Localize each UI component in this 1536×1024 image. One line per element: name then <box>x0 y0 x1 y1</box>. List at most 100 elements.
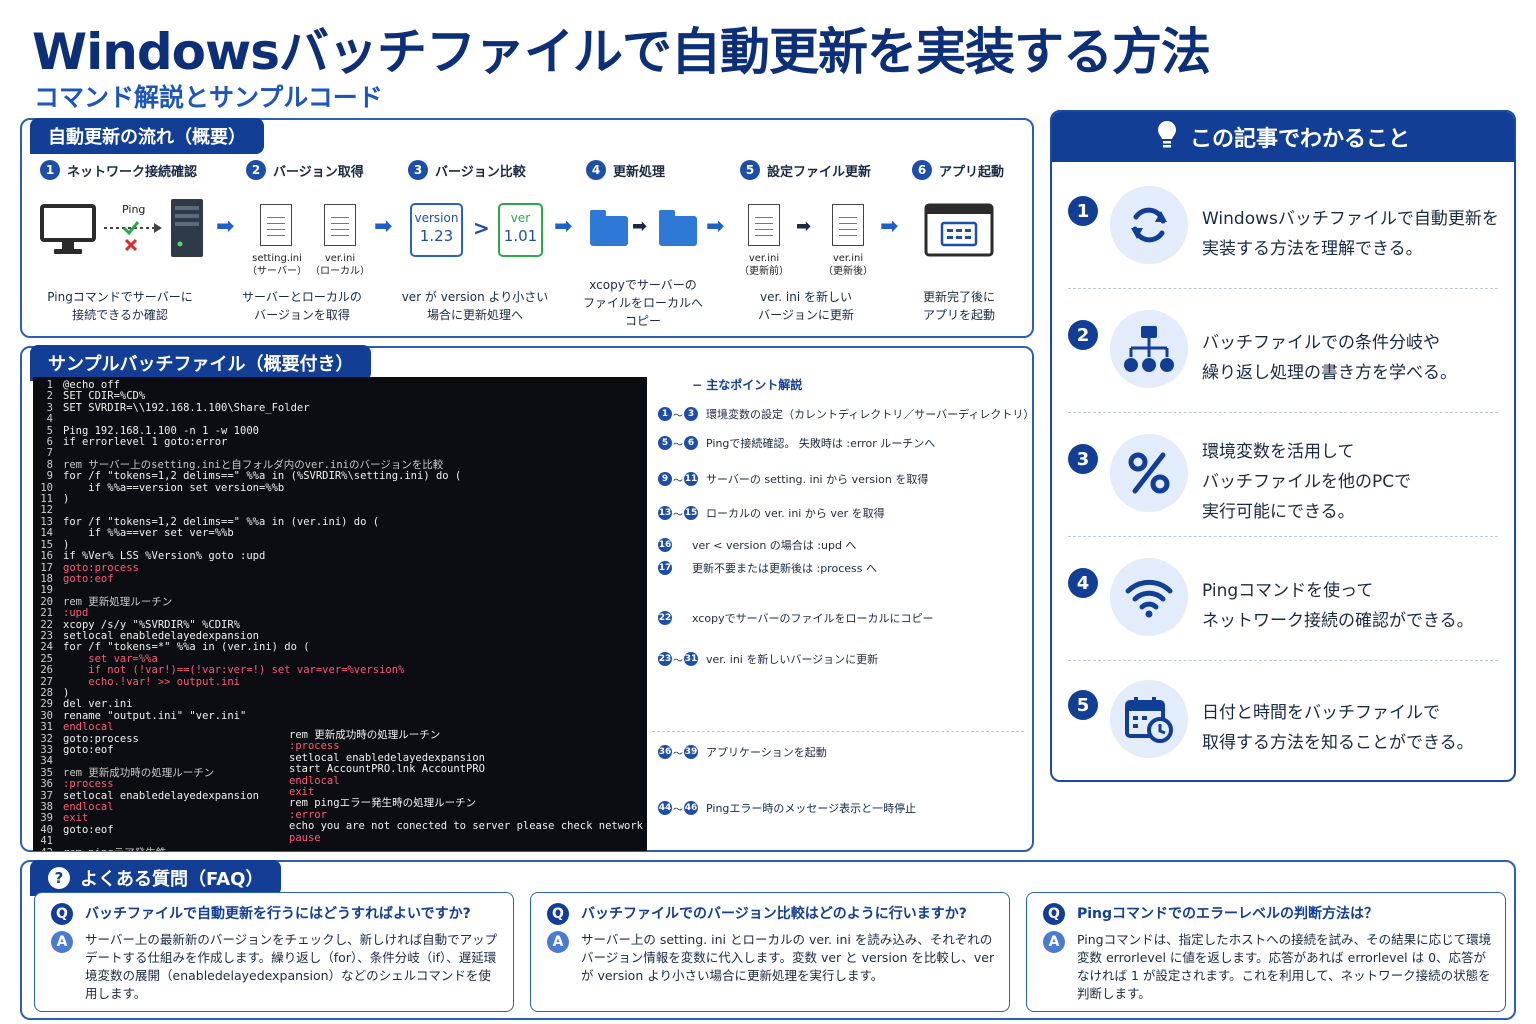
code-line: 36:process <box>33 778 647 791</box>
range-tilde: 〜 <box>673 655 683 667</box>
line-number: 33 <box>40 744 53 756</box>
code-text: set var=%%a <box>63 652 158 665</box>
step-title: アプリ起動 <box>939 164 1005 180</box>
point-end-number: 6 <box>684 436 698 450</box>
ver-ini-caption: ver.ini（ローカル） <box>310 253 370 277</box>
overlay-code-line: rem pingエラー発生時の処理ルーチン <box>289 798 647 810</box>
app-window-icon <box>924 203 994 257</box>
line-number: 23 <box>40 629 53 642</box>
learn-item-number: 5 <box>1068 690 1098 720</box>
faq-question-text: バッチファイルで自動更新を行うにはどうすればよいですか? <box>85 906 471 922</box>
code-text: setlocal enabledelayedexpansion <box>289 751 485 764</box>
point-start-number: 36 <box>658 745 672 759</box>
point-text: ver. ini を新しいバージョンに更新 <box>706 653 879 666</box>
arrow-icon: ➡ <box>554 214 573 239</box>
code-text: rem pingラア発生銑 <box>63 847 166 851</box>
code-text: endlocal <box>63 801 114 814</box>
point-start-number: 23 <box>658 652 672 666</box>
code-text: start AccountPRO.lnk AccountPRO <box>289 763 485 776</box>
ver-label: ver <box>510 211 531 225</box>
point-start-number: 9 <box>658 472 672 486</box>
code-text: setlocal enabledelayedexpansion <box>63 789 259 802</box>
line-number: 28 <box>40 686 53 699</box>
code-text: rem サーバー上のsetting.iniと自フォルダ内のver.iniのバージ… <box>63 458 444 471</box>
line-number: 37 <box>40 789 53 802</box>
code-line: 10 if %%a==version set version=%%b <box>33 481 647 494</box>
code-text: SET SVRDIR=\\192.168.1.100\Share_Folder <box>63 401 310 414</box>
overlay-code-line: rem 更新成功時の処理ルーチン <box>289 729 647 741</box>
flow-step-1-desc: Pingコマンドでサーバーに接続できるか確認 <box>47 290 193 322</box>
document-icon <box>832 204 864 246</box>
code-text: :process <box>63 778 114 791</box>
sample-tab: サンプルバッチファイル（概要付き） <box>30 345 372 381</box>
learn-item-text: 環境変数を活用してバッチファイルを他のPCで実行可能にできる。 <box>1202 442 1412 522</box>
calendar-clock-icon <box>1110 680 1188 758</box>
point-start-number: 44 <box>658 801 672 815</box>
code-line: 37 setlocal enabledelayedexpansion <box>33 789 647 802</box>
ver-before-caption: ver.ini（更新前） <box>739 253 789 277</box>
overlay-code-line: pause <box>289 831 647 844</box>
line-number: 16 <box>40 550 53 563</box>
points-title: − 主なポイント解説 <box>692 378 803 392</box>
overlay-code-line: setlocal enabledelayedexpansion <box>289 751 647 764</box>
point-text: サーバーの setting. ini から version を取得 <box>706 473 929 486</box>
range-tilde: 〜 <box>673 475 683 487</box>
arrow-icon: ➡ <box>374 214 393 239</box>
code-text: if errorlevel 1 goto:error <box>63 436 228 449</box>
code-text: :error <box>289 808 327 821</box>
code-text: ) <box>63 493 70 506</box>
code-text: if %%a==version set version=%%b <box>63 481 285 494</box>
percent-icon <box>1110 434 1188 512</box>
code-text: ) <box>63 686 70 699</box>
ver-after-caption: ver.ini（更新後） <box>823 253 873 277</box>
faq-question-text: バッチファイルでのバージョン比較はどのように行いますか? <box>581 906 967 922</box>
code-text: pause <box>289 831 321 844</box>
code-text: Ping 192.168.1.100 -n 1 -w 1000 <box>63 424 259 437</box>
overlay-code-line: :process <box>289 740 647 752</box>
faq-answer-text: サーバー上の setting. ini とローカルの ver. ini を読み込… <box>581 932 995 983</box>
arrow-icon: ➡ <box>880 214 899 239</box>
code-text: if not (!var!)==(!var:ver=!) set var=ver… <box>63 664 405 677</box>
server-version-box: version 1.23 <box>410 203 463 257</box>
line-number: 25 <box>40 652 53 665</box>
code-text: echo you are not conected to server plea… <box>289 820 647 833</box>
arrow-icon: ➡ <box>632 216 648 237</box>
point-start-number: 5 <box>658 436 672 450</box>
step-title: ネットワーク接続確認 <box>67 164 198 180</box>
range-tilde: 〜 <box>673 748 683 760</box>
line-number: 11 <box>40 493 53 506</box>
point-item: 23〜31 ver. ini を新しいバージョンに更新 <box>658 651 878 667</box>
faq-question-text: Pingコマンドでのエラーレベルの判断方法は？ <box>1077 906 1379 922</box>
code-text: xcopy /s/y "%SVRDIR%" %CDIR% <box>63 618 241 631</box>
version-value: 1.23 <box>419 227 454 245</box>
code-text: goto:eof <box>63 572 114 585</box>
step-number: 3 <box>408 160 428 180</box>
document-icon <box>748 204 780 246</box>
line-number: 40 <box>40 823 53 836</box>
faq-answer-text: Pingコマンドは、指定したホストへの接続を試み、その結果に応じて環境変数 er… <box>1077 932 1492 1001</box>
code-text: for /f "tokens=*" %%a in (ver.ini) do ( <box>63 641 310 654</box>
point-end-number: 31 <box>684 652 698 666</box>
code-text: exit <box>289 786 315 799</box>
step-title: 設定ファイル更新 <box>767 164 872 180</box>
point-text: ver < version の場合は :upd へ <box>692 539 857 552</box>
code-text: for /f "tokens=1,2 delims==" %%a in (%SV… <box>63 470 462 483</box>
code-text: rem 更新処理ルーチン <box>63 595 173 608</box>
code-line: 11) <box>33 493 647 506</box>
line-number: 17 <box>40 561 53 574</box>
